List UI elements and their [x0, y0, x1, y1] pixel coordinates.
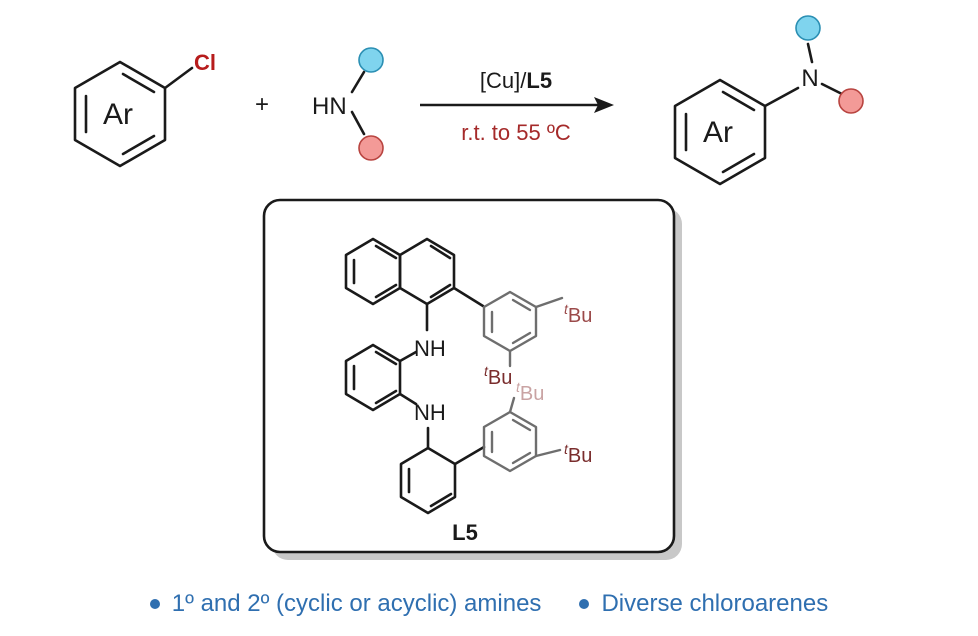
ligand-nh-bottom: NH	[414, 400, 446, 425]
product-ar-label: Ar	[703, 116, 733, 149]
product-substituent-red	[838, 88, 864, 114]
upper-tbu-bottom: tBu	[484, 363, 512, 389]
product-substituent-blue	[795, 15, 821, 41]
bullet-amines-text: 1º and 2º (cyclic or acyclic) amines	[171, 590, 542, 617]
product-bond-up	[806, 42, 814, 64]
amine-bond-up	[350, 70, 366, 94]
amine-bond-down	[350, 110, 366, 136]
bullet-dot	[149, 599, 160, 609]
product-bond-right	[820, 82, 844, 96]
bullet-amines: 1º and 2º (cyclic or acyclic) amines	[149, 590, 542, 618]
upper-aryl-ring	[482, 290, 564, 368]
bottom-phenyl	[399, 445, 486, 515]
bullet-chloroarenes-text: Diverse chloroarenes	[601, 590, 829, 617]
amine-substituent-blue	[358, 47, 384, 73]
bullet-chloroarenes: Diverse chloroarenes	[579, 590, 828, 618]
amine-hn-label: HN	[312, 93, 347, 120]
chloroarene-ar-label: Ar	[103, 98, 133, 131]
lower-tbu-top: tBu	[516, 379, 544, 405]
lower-aryl-ring	[482, 396, 562, 473]
amine-substituent-red	[358, 135, 384, 161]
chloroarene-ring	[73, 60, 194, 168]
ligand-name: L5	[452, 520, 478, 545]
product-n-label: N	[801, 65, 818, 92]
naphthalene	[344, 237, 485, 332]
reaction-arrow	[420, 97, 614, 113]
chlorine-label: Cl	[194, 50, 216, 75]
arrow-conditions-bottom: r.t. to 55 ºC	[461, 120, 571, 145]
plus-sign: +	[255, 91, 269, 118]
lower-tbu-right: tBu	[564, 441, 592, 467]
ligand-box	[262, 198, 676, 554]
product-ring	[673, 78, 800, 186]
ligand-nh-top: NH	[414, 336, 446, 361]
bullet-dot	[579, 599, 590, 609]
arrow-conditions-top: [Cu]/L5	[480, 68, 552, 93]
upper-tbu-right: tBu	[564, 301, 592, 327]
feature-bullets: 1º and 2º (cyclic or acyclic) amines Div…	[0, 586, 978, 622]
central-phenylene	[344, 343, 418, 412]
